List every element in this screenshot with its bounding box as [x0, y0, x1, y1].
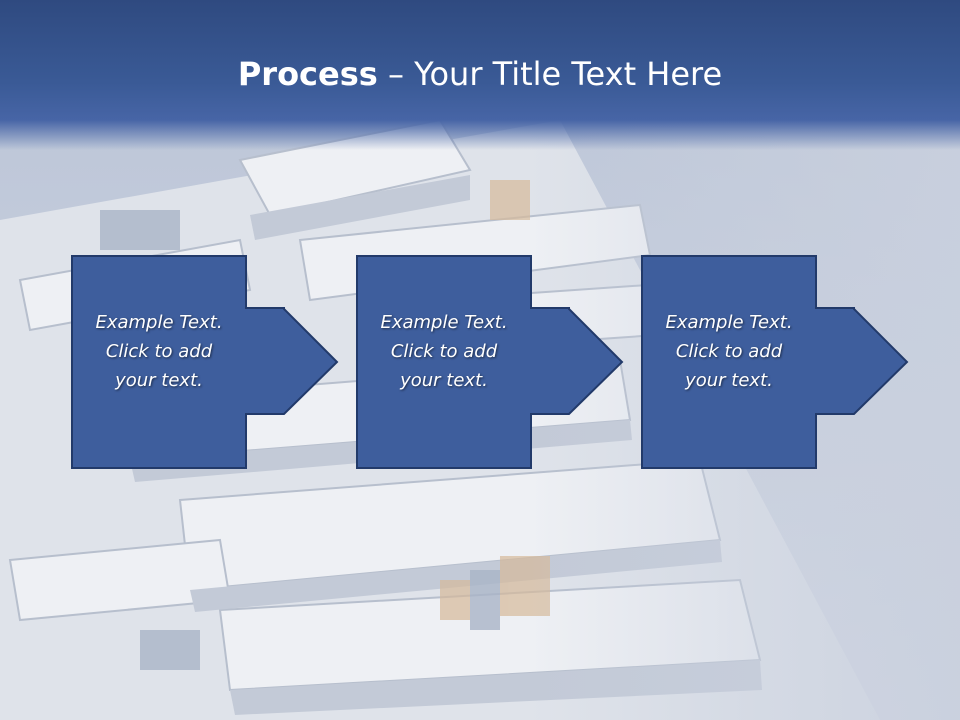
- slide-title[interactable]: Process – Your Title Text Here: [0, 52, 960, 96]
- step-text-line: Example Text.: [380, 312, 508, 333]
- title-bar: Process – Your Title Text Here: [0, 0, 960, 150]
- arrow-box-shape: [71, 255, 339, 469]
- step-text[interactable]: Example Text. Click to add your text.: [72, 308, 246, 395]
- step-text-line: Click to add: [675, 341, 783, 362]
- step-text-line: Example Text.: [95, 312, 223, 333]
- step-text-line: Click to add: [390, 341, 498, 362]
- step-text[interactable]: Example Text. Click to add your text.: [642, 308, 816, 395]
- arrow-box-shape: [356, 255, 624, 469]
- process-step-3[interactable]: Example Text. Click to add your text.: [641, 255, 909, 469]
- step-text-line: your text.: [400, 370, 488, 391]
- step-text[interactable]: Example Text. Click to add your text.: [357, 308, 531, 395]
- title-regular-part: – Your Title Text Here: [387, 55, 723, 93]
- arrow-box-shape: [641, 255, 909, 469]
- step-text-line: Example Text.: [665, 312, 793, 333]
- step-text-line: your text.: [685, 370, 773, 391]
- process-step-2[interactable]: Example Text. Click to add your text.: [356, 255, 624, 469]
- title-bold-part: Process: [237, 55, 378, 93]
- process-step-1[interactable]: Example Text. Click to add your text.: [71, 255, 339, 469]
- step-text-line: Click to add: [105, 341, 213, 362]
- step-text-line: your text.: [115, 370, 203, 391]
